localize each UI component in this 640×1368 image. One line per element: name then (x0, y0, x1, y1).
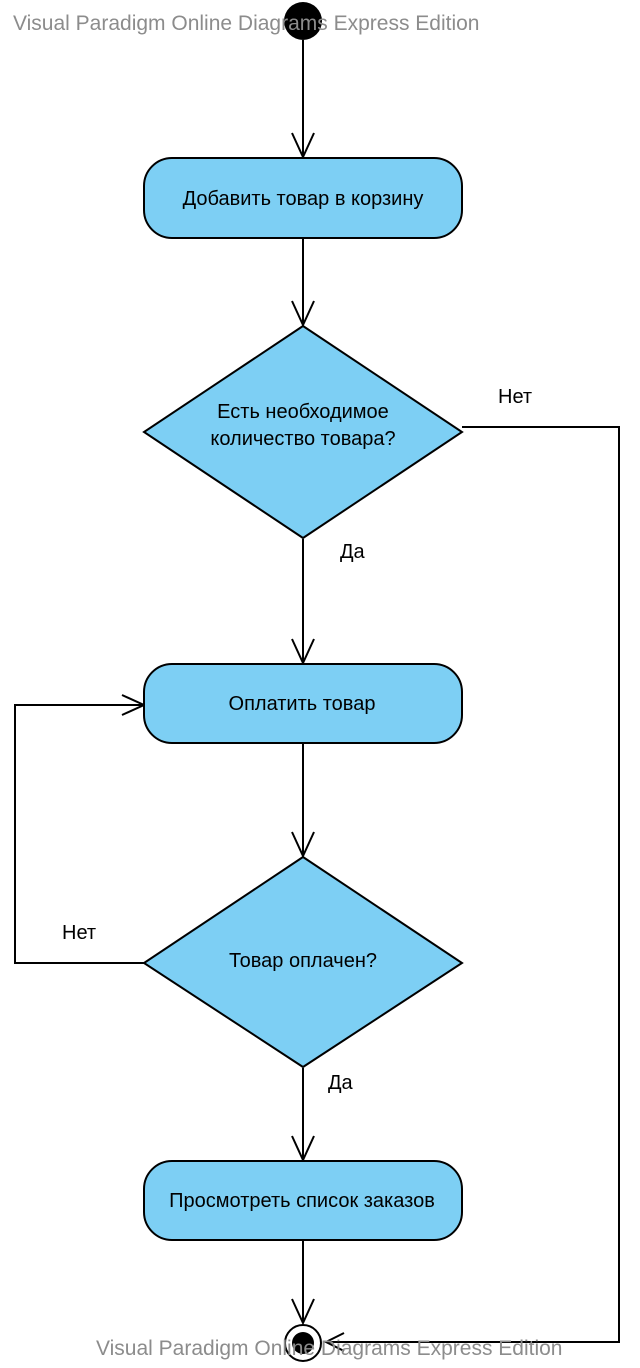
edge-paid-no-to-pay (14, 704, 144, 964)
final-node (284, 1324, 322, 1362)
edge-label-stock-no: Нет (498, 386, 532, 408)
action-pay-label: Оплатить товар (229, 693, 376, 715)
decision-paid-check-shape (142, 855, 464, 1069)
action-view-orders-shape (143, 1160, 463, 1241)
watermark-top: Visual Paradigm Online Diagrams Express … (13, 12, 480, 35)
action-add-to-cart-shape (143, 157, 463, 239)
edge-label-paid-no: Нет (62, 922, 96, 944)
watermark-bottom: Visual Paradigm Online Diagrams Express … (96, 1337, 563, 1360)
initial-node (284, 2, 322, 40)
action-pay-shape (143, 663, 463, 744)
edge-stock-no-to-end (326, 426, 620, 1343)
arrowhead-end-top (291, 1298, 315, 1326)
decision-stock-check-label-line2: количество товара? (210, 428, 395, 450)
final-node-inner-dot (292, 1332, 314, 1354)
decision-paid-check: Товар оплачен? (142, 855, 464, 1069)
edge-label-stock-yes: Да (340, 541, 366, 563)
arrowhead-end-right (323, 1332, 345, 1352)
decision-stock-check-label-line1: Есть необходимое (217, 401, 389, 423)
action-add-to-cart-label: Добавить товар в корзину (183, 188, 424, 210)
action-add-to-cart: Добавить товар в корзину (143, 157, 463, 239)
action-view-orders-label: Просмотреть список заказов (169, 1190, 435, 1212)
decision-paid-check-label: Товар оплачен? (229, 950, 377, 972)
decision-stock-check: Есть необходимое количество товара? (142, 324, 464, 540)
action-pay: Оплатить товар (143, 663, 463, 744)
edge-label-paid-yes: Да (328, 1072, 354, 1094)
decision-stock-check-shape (142, 324, 464, 540)
action-view-orders: Просмотреть список заказов (143, 1160, 463, 1241)
